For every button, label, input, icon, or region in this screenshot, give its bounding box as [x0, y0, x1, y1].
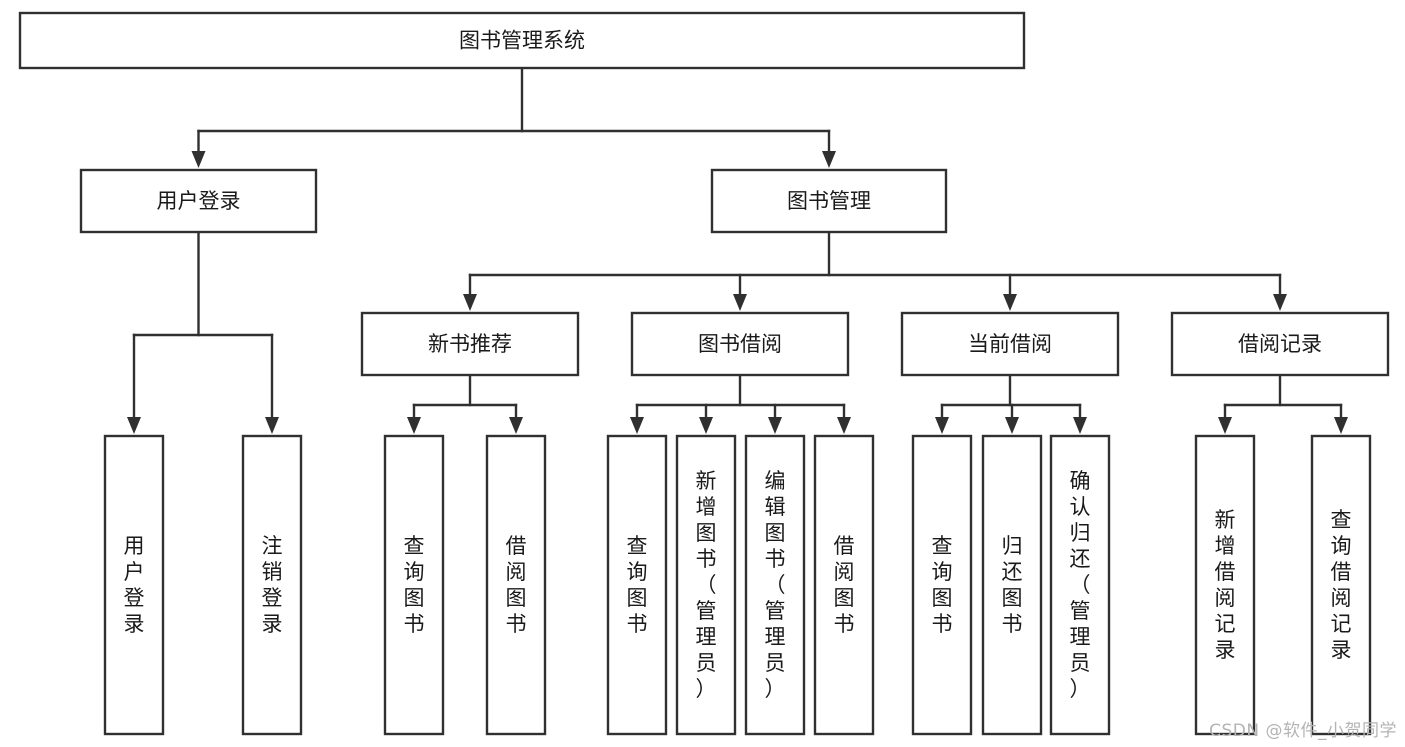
node-leaf-rec-query-book[interactable]: 查询图书 — [383, 434, 445, 736]
node-label: 借阅图书 — [834, 534, 855, 636]
arrow-head-icon — [1334, 417, 1348, 434]
node-leaf-borrow-add-book[interactable]: 新增图书（管理员） — [675, 434, 737, 736]
arrow-head-icon — [407, 417, 421, 434]
arrow-head-icon — [127, 417, 141, 434]
node-box[interactable] — [1049, 434, 1111, 736]
arrow-head-icon — [630, 417, 644, 434]
arrow-head-icon — [1003, 294, 1017, 311]
node-label: 查询借阅记录 — [1331, 508, 1352, 662]
node-box[interactable] — [813, 434, 875, 736]
arrow-head-icon — [837, 417, 851, 434]
connectors-layer — [127, 66, 1348, 434]
node-label: 查询图书 — [627, 534, 648, 636]
node-label: 注销登录 — [262, 534, 283, 636]
node-box[interactable] — [360, 311, 580, 377]
node-box[interactable] — [630, 311, 850, 377]
arrow-head-icon — [265, 417, 279, 434]
node-box[interactable] — [383, 434, 445, 736]
arrow-head-icon — [1005, 417, 1019, 434]
node-leaf-borrow-edit-book[interactable]: 编辑图书（管理员） — [744, 434, 806, 736]
node-leaf-cur-return-book[interactable]: 归还图书 — [981, 434, 1043, 736]
arrow-head-icon — [509, 417, 523, 434]
arrow-head-icon — [699, 417, 713, 434]
node-label: 借阅记录 — [1238, 332, 1322, 356]
node-box[interactable] — [710, 168, 948, 234]
node-label: 图书管理系统 — [459, 29, 585, 53]
node-borrow-record[interactable]: 借阅记录 — [1170, 311, 1390, 377]
nodes-layer: 图书管理系统用户登录图书管理新书推荐图书借阅当前借阅借阅记录用户登录注销登录查询… — [18, 11, 1390, 736]
node-box[interactable] — [79, 168, 318, 234]
arrow-head-icon — [768, 417, 782, 434]
node-label: 图书管理 — [787, 189, 871, 213]
node-box[interactable] — [981, 434, 1043, 736]
node-box[interactable] — [911, 434, 973, 736]
node-user-login[interactable]: 用户登录 — [79, 168, 318, 234]
node-new-book-recommend[interactable]: 新书推荐 — [360, 311, 580, 377]
arrow-head-icon — [1218, 417, 1232, 434]
arrow-head-icon — [822, 151, 836, 168]
node-leaf-rec-query-record[interactable]: 查询借阅记录 — [1310, 434, 1372, 736]
node-label: 新增图书（管理员） — [696, 469, 717, 701]
node-label: 图书借阅 — [698, 332, 782, 356]
node-book-manage[interactable]: 图书管理 — [710, 168, 948, 234]
node-box[interactable] — [1310, 434, 1372, 736]
node-leaf-rec-add-record[interactable]: 新增借阅记录 — [1194, 434, 1256, 736]
node-box[interactable] — [241, 434, 303, 736]
node-label: 查询图书 — [932, 534, 953, 636]
node-label: 归还图书 — [1002, 534, 1023, 636]
node-box[interactable] — [675, 434, 737, 736]
node-leaf-cur-query-book[interactable]: 查询图书 — [911, 434, 973, 736]
node-leaf-rec-borrow-book[interactable]: 借阅图书 — [485, 434, 547, 736]
node-box[interactable] — [18, 11, 1026, 70]
node-box[interactable] — [606, 434, 668, 736]
node-box[interactable] — [485, 434, 547, 736]
node-current-borrow[interactable]: 当前借阅 — [900, 311, 1120, 377]
arrow-head-icon — [1273, 294, 1287, 311]
arrow-head-icon — [935, 417, 949, 434]
node-label: 当前借阅 — [968, 332, 1052, 356]
node-box[interactable] — [900, 311, 1120, 377]
node-label: 新增借阅记录 — [1215, 508, 1236, 662]
arrow-head-icon — [733, 294, 747, 311]
node-box[interactable] — [103, 434, 165, 736]
node-label: 用户登录 — [157, 189, 241, 213]
node-label: 用户登录 — [124, 534, 145, 636]
node-book-borrow[interactable]: 图书借阅 — [630, 311, 850, 377]
node-leaf-borrow-borrow-book[interactable]: 借阅图书 — [813, 434, 875, 736]
node-leaf-user-logout[interactable]: 注销登录 — [241, 434, 303, 736]
arrow-head-icon — [191, 151, 206, 168]
node-label: 借阅图书 — [506, 534, 527, 636]
node-label: 新书推荐 — [428, 332, 512, 356]
node-label: 确认归还（管理员） — [1070, 469, 1091, 701]
node-label: 查询图书 — [404, 534, 425, 636]
arrow-head-icon — [1073, 417, 1087, 434]
node-box[interactable] — [744, 434, 806, 736]
node-root[interactable]: 图书管理系统 — [18, 11, 1026, 70]
node-box[interactable] — [1194, 434, 1256, 736]
node-leaf-borrow-query-book[interactable]: 查询图书 — [606, 434, 668, 736]
node-leaf-cur-confirm-return[interactable]: 确认归还（管理员） — [1049, 434, 1111, 736]
node-label: 编辑图书（管理员） — [765, 469, 786, 701]
arrow-head-icon — [463, 294, 477, 311]
node-leaf-user-login[interactable]: 用户登录 — [103, 434, 165, 736]
node-box[interactable] — [1170, 311, 1390, 377]
